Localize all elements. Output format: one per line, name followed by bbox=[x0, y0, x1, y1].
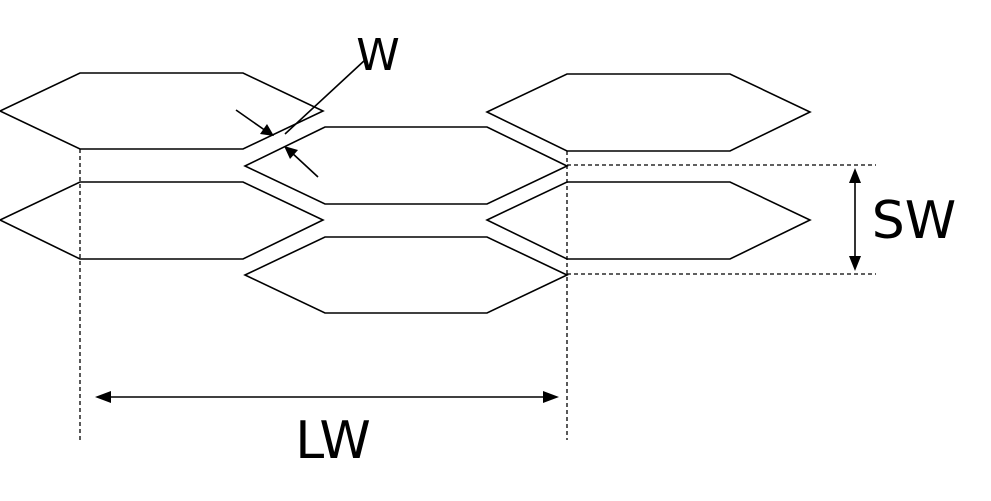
w-arrow-lower-head bbox=[284, 146, 298, 159]
sw-arrow-bottom-head bbox=[849, 256, 861, 271]
w-arrow-lower-shaft bbox=[290, 151, 319, 178]
hex-mid-center bbox=[243, 126, 569, 205]
sw-label: SW bbox=[872, 191, 956, 251]
w-leader-line bbox=[284, 59, 366, 135]
hex-lower-right bbox=[485, 181, 812, 260]
sw-dimension bbox=[849, 168, 861, 271]
sw-arrow-top-head bbox=[849, 168, 861, 183]
mesh-openings bbox=[0, 72, 812, 314]
lw-label: LW bbox=[295, 411, 371, 471]
w-arrow-upper-head bbox=[260, 124, 274, 136]
w-arrow-upper-shaft bbox=[235, 109, 267, 132]
hex-lower-left bbox=[0, 181, 325, 260]
w-label: W bbox=[356, 30, 400, 81]
lw-dimension bbox=[95, 391, 559, 403]
hex-top-right bbox=[485, 73, 812, 152]
hex-top-left bbox=[0, 72, 325, 150]
lw-arrow-left-head bbox=[95, 391, 111, 403]
reference-lines bbox=[79, 149, 876, 440]
w-annotation bbox=[235, 59, 366, 178]
lw-arrow-right-head bbox=[543, 391, 559, 403]
hex-bottom-center bbox=[243, 236, 569, 314]
